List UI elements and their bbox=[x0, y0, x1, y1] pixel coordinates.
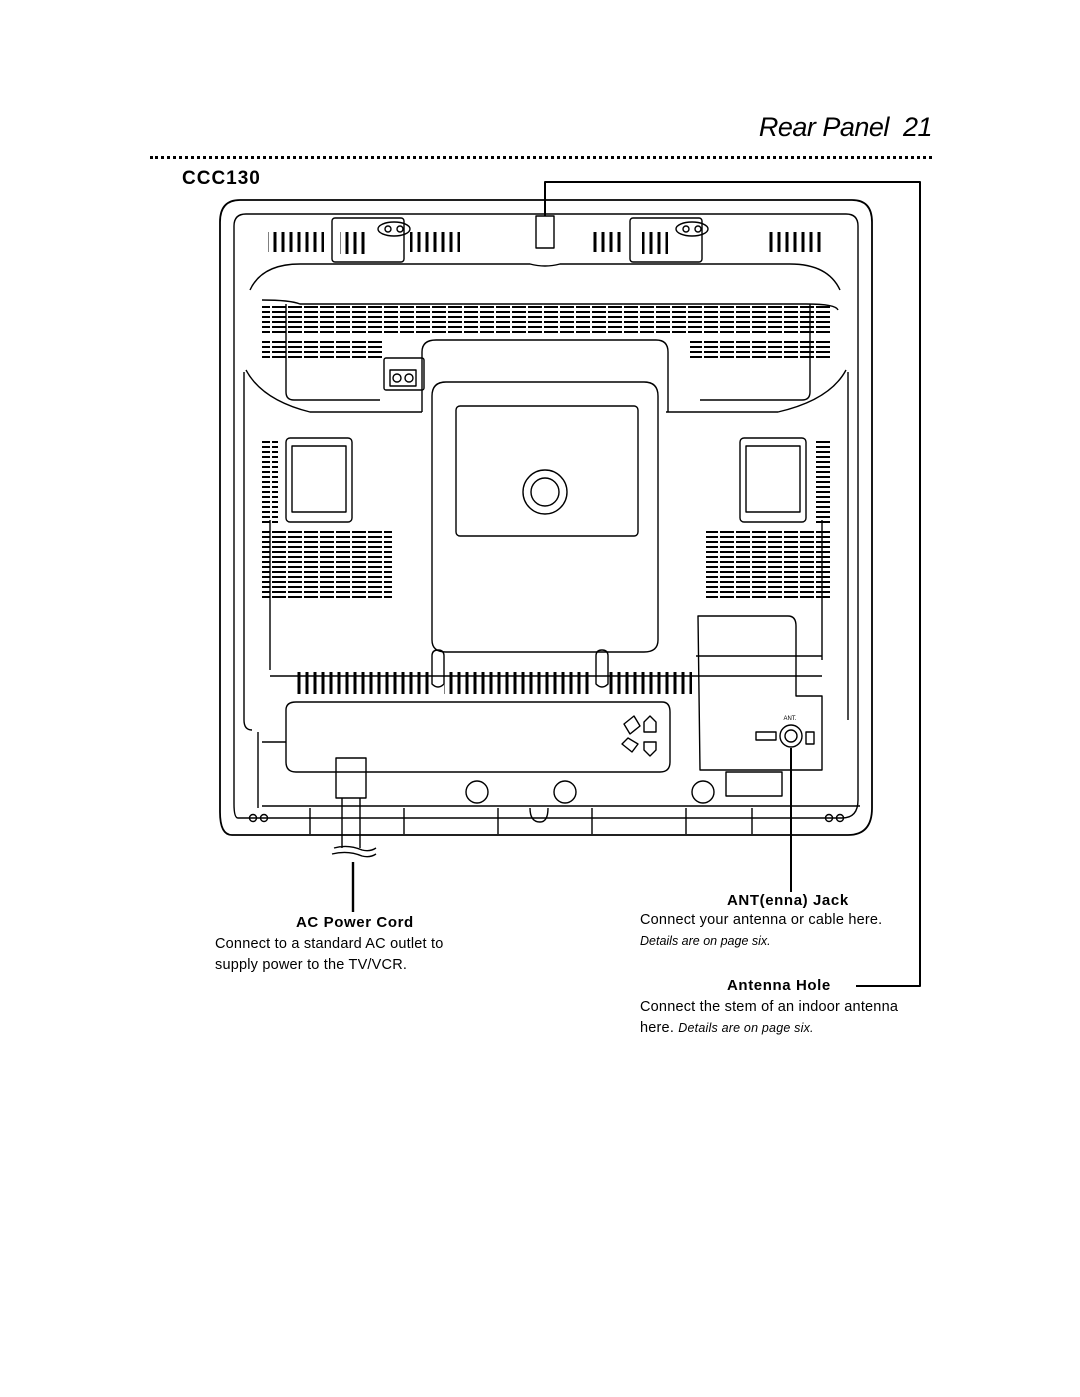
page-number: 21 bbox=[902, 112, 933, 142]
ant-jack-heading: ANT(enna) Jack bbox=[727, 892, 849, 909]
page-header: Rear Panel 21 bbox=[700, 112, 933, 143]
section-title: Rear Panel bbox=[758, 112, 890, 142]
antenna-hole-line2: here. Details are on page six. bbox=[640, 1018, 940, 1039]
antenna-hole-line2-text: here. bbox=[640, 1020, 675, 1036]
cabinet-outline bbox=[219, 199, 873, 836]
model-label: CCC130 bbox=[182, 168, 261, 189]
ac-power-cord-line1: Connect to a standard AC outlet to bbox=[215, 936, 444, 952]
antenna-hole-description: Connect the stem of an indoor antenna he… bbox=[640, 997, 940, 1039]
ac-power-cord bbox=[331, 798, 377, 858]
ac-power-cord-line2: supply power to the TV/VCR. bbox=[215, 957, 408, 973]
ac-power-cord-description: Connect to a standard AC outlet to suppl… bbox=[215, 934, 515, 976]
ant-jack bbox=[779, 724, 803, 748]
ac-cord-plug bbox=[335, 757, 367, 799]
ant-jack-description: Connect your antenna or cable here. bbox=[640, 912, 883, 928]
antenna-hole-heading: Antenna Hole bbox=[727, 977, 831, 994]
ac-power-cord-heading: AC Power Cord bbox=[296, 914, 414, 931]
antenna-hole-line1: Connect the stem of an indoor antenna bbox=[640, 999, 899, 1015]
antenna-hole bbox=[535, 215, 555, 249]
ant-jack-details-note: Details are on page six. bbox=[640, 934, 771, 948]
ant-jack-label: ANT. bbox=[783, 716, 796, 722]
antenna-hole-leader bbox=[544, 181, 921, 987]
dotted-divider bbox=[150, 156, 932, 159]
antenna-hole-details-note: Details are on page six. bbox=[678, 1021, 814, 1035]
